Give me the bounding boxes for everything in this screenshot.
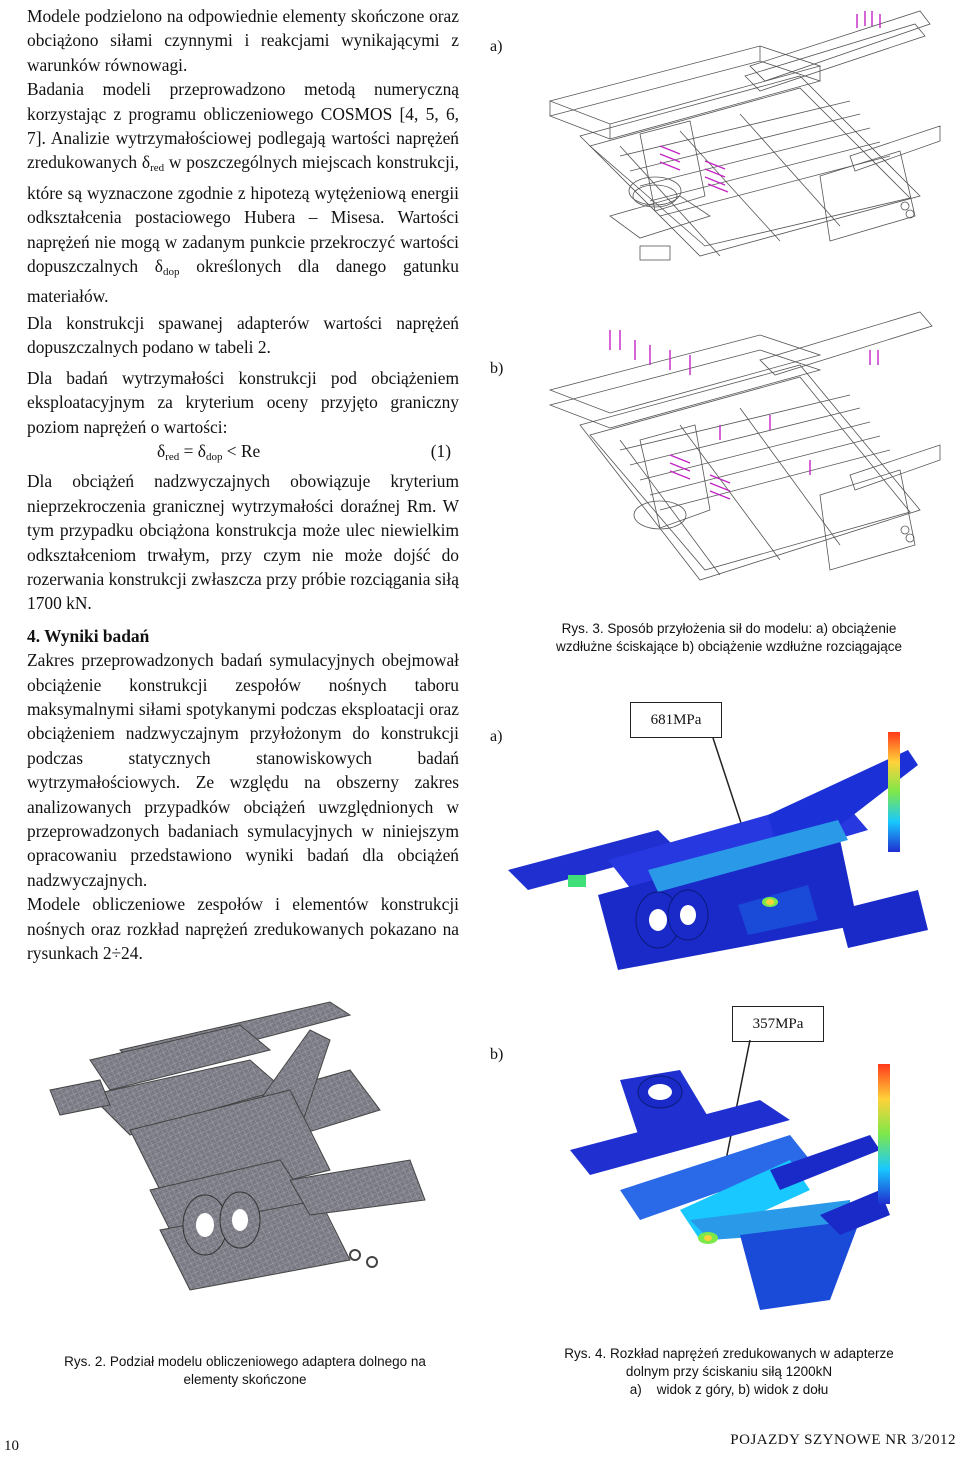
fig4a-stress-plot: [508, 732, 928, 970]
fig4a-callout: 681MPa: [630, 702, 722, 738]
paragraph-1: Modele podzielono na odpowiednie element…: [27, 6, 459, 75]
equation-1: δred = δdop < Re (1): [27, 439, 459, 469]
fig4-label-b: b): [490, 1046, 504, 1063]
section-heading: 4. Wyniki badań: [27, 625, 150, 646]
page-number: 10: [4, 1438, 19, 1454]
paragraph-7: Modele obliczeniowe zespołów i elementów…: [27, 894, 459, 964]
fig4b-stress-plot: [570, 1040, 890, 1310]
fig3-label-a: a): [490, 38, 503, 55]
fig4-caption: Rys. 4. Rozkład naprężeń zredukowanych w…: [564, 1346, 894, 1397]
paragraph-4: Dla badań wytrzymałości konstrukcji pod …: [27, 367, 459, 437]
fig3-label-b: b): [490, 360, 504, 377]
fig4b-callout: 357MPa: [732, 1006, 824, 1042]
fig3-caption: Rys. 3. Sposób przyłożenia sił do modelu…: [556, 621, 902, 654]
paragraph-2: Badania modeli przeprowadzono metodą num…: [27, 79, 459, 307]
fig2-fe-mesh-model: [49, 1001, 426, 1291]
fig2-caption: Rys. 2. Podział modelu obliczeniowego ad…: [64, 1354, 426, 1387]
equation-number: (1): [430, 440, 451, 461]
fig3b-wireframe-model: [548, 311, 941, 581]
journal-footer: POJAZDY SZYNOWE NR 3/2012: [730, 1432, 956, 1448]
paragraph-3: Dla konstrukcji spawanej adapterów warto…: [27, 312, 459, 358]
paragraph-6: Zakres przeprowadzonych badań symulacyjn…: [27, 650, 459, 890]
left-text-column: Modele podzielono na odpowiednie element…: [27, 4, 459, 965]
fig3a-wireframe-model: [548, 10, 941, 261]
fig4-label-a: a): [490, 728, 503, 745]
paragraph-5: Dla obciążeń nadzwyczajnych obowiązuje k…: [27, 471, 459, 614]
